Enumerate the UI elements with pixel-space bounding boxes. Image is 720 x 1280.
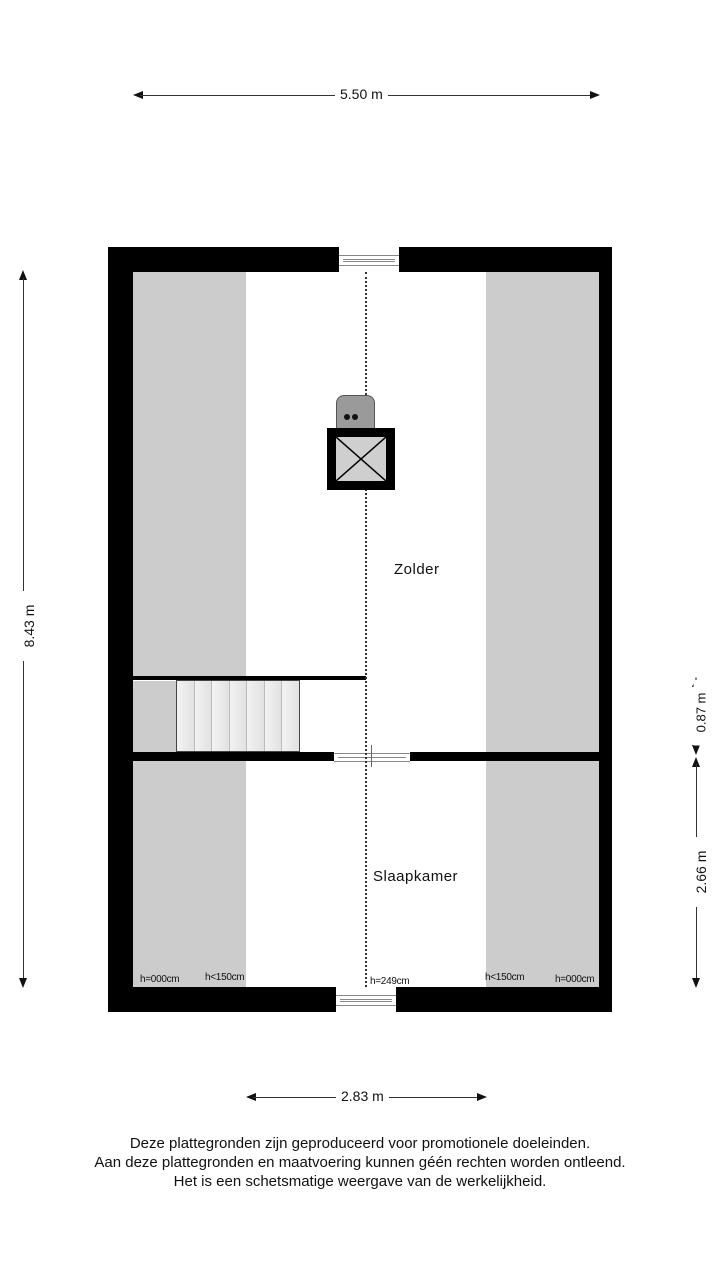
arrow-right-icon <box>590 91 600 99</box>
wall-partition-right <box>410 752 599 761</box>
window-top <box>339 255 399 266</box>
top-width-label: 5.50 m <box>335 86 388 102</box>
height-label-left-inner: h<150cm <box>205 972 245 983</box>
disclaimer-line-3: Het is een schetsmatige weergave van de … <box>173 1173 547 1190</box>
wall-right <box>599 247 612 1012</box>
arrow-right-icon <box>477 1093 487 1101</box>
wall-stair-top <box>133 676 366 680</box>
arrow-up-icon <box>692 757 700 767</box>
ridge-line <box>365 272 367 987</box>
wall-partition-left <box>133 752 334 761</box>
right-lower-label: 2.66 m <box>693 837 709 907</box>
arrow-left-icon <box>246 1093 256 1101</box>
right-upper-label: 0.87 m <box>693 679 709 746</box>
slope-area-left-upper <box>133 272 246 676</box>
arrow-up-icon <box>19 270 27 280</box>
arrow-down-icon <box>19 978 27 988</box>
boiler-icon <box>336 395 375 429</box>
arrow-left-icon <box>133 91 143 99</box>
slope-area-right-lower <box>486 761 599 987</box>
window-bottom <box>336 995 396 1006</box>
door-mark <box>371 745 372 767</box>
slope-area-right-upper <box>486 272 599 752</box>
wall-bottom-right <box>396 987 612 1012</box>
staircase-icon <box>176 680 300 752</box>
height-label-right-inner: h<150cm <box>485 972 525 983</box>
disclaimer-text: Deze plattegronden zijn geproduceerd voo… <box>0 1134 720 1191</box>
arrow-down-icon <box>692 978 700 988</box>
wall-bottom-left <box>108 987 336 1012</box>
slope-area-left-lower <box>133 761 246 987</box>
height-label-right-outer: h=000cm <box>555 974 595 985</box>
bottom-width-label: 2.83 m <box>336 1088 389 1104</box>
wall-top-left <box>108 247 339 272</box>
room-label-zolder: Zolder <box>394 561 440 578</box>
disclaimer-line-1: Deze plattegronden zijn geproduceerd voo… <box>129 1135 591 1152</box>
height-label-left-outer: h=000cm <box>140 974 180 985</box>
left-height-label: 8.43 m <box>21 591 37 661</box>
room-label-slaapkamer: Slaapkamer <box>373 868 459 885</box>
disclaimer-line-2: Aan deze plattegronden en maatvoering ku… <box>94 1154 626 1171</box>
arrow-down-icon <box>692 745 700 755</box>
wall-left <box>108 247 133 1012</box>
sliding-door <box>334 753 410 762</box>
height-label-center: h=249cm <box>370 976 410 987</box>
wall-top-right <box>399 247 612 272</box>
roof-hatch-icon <box>327 428 395 490</box>
